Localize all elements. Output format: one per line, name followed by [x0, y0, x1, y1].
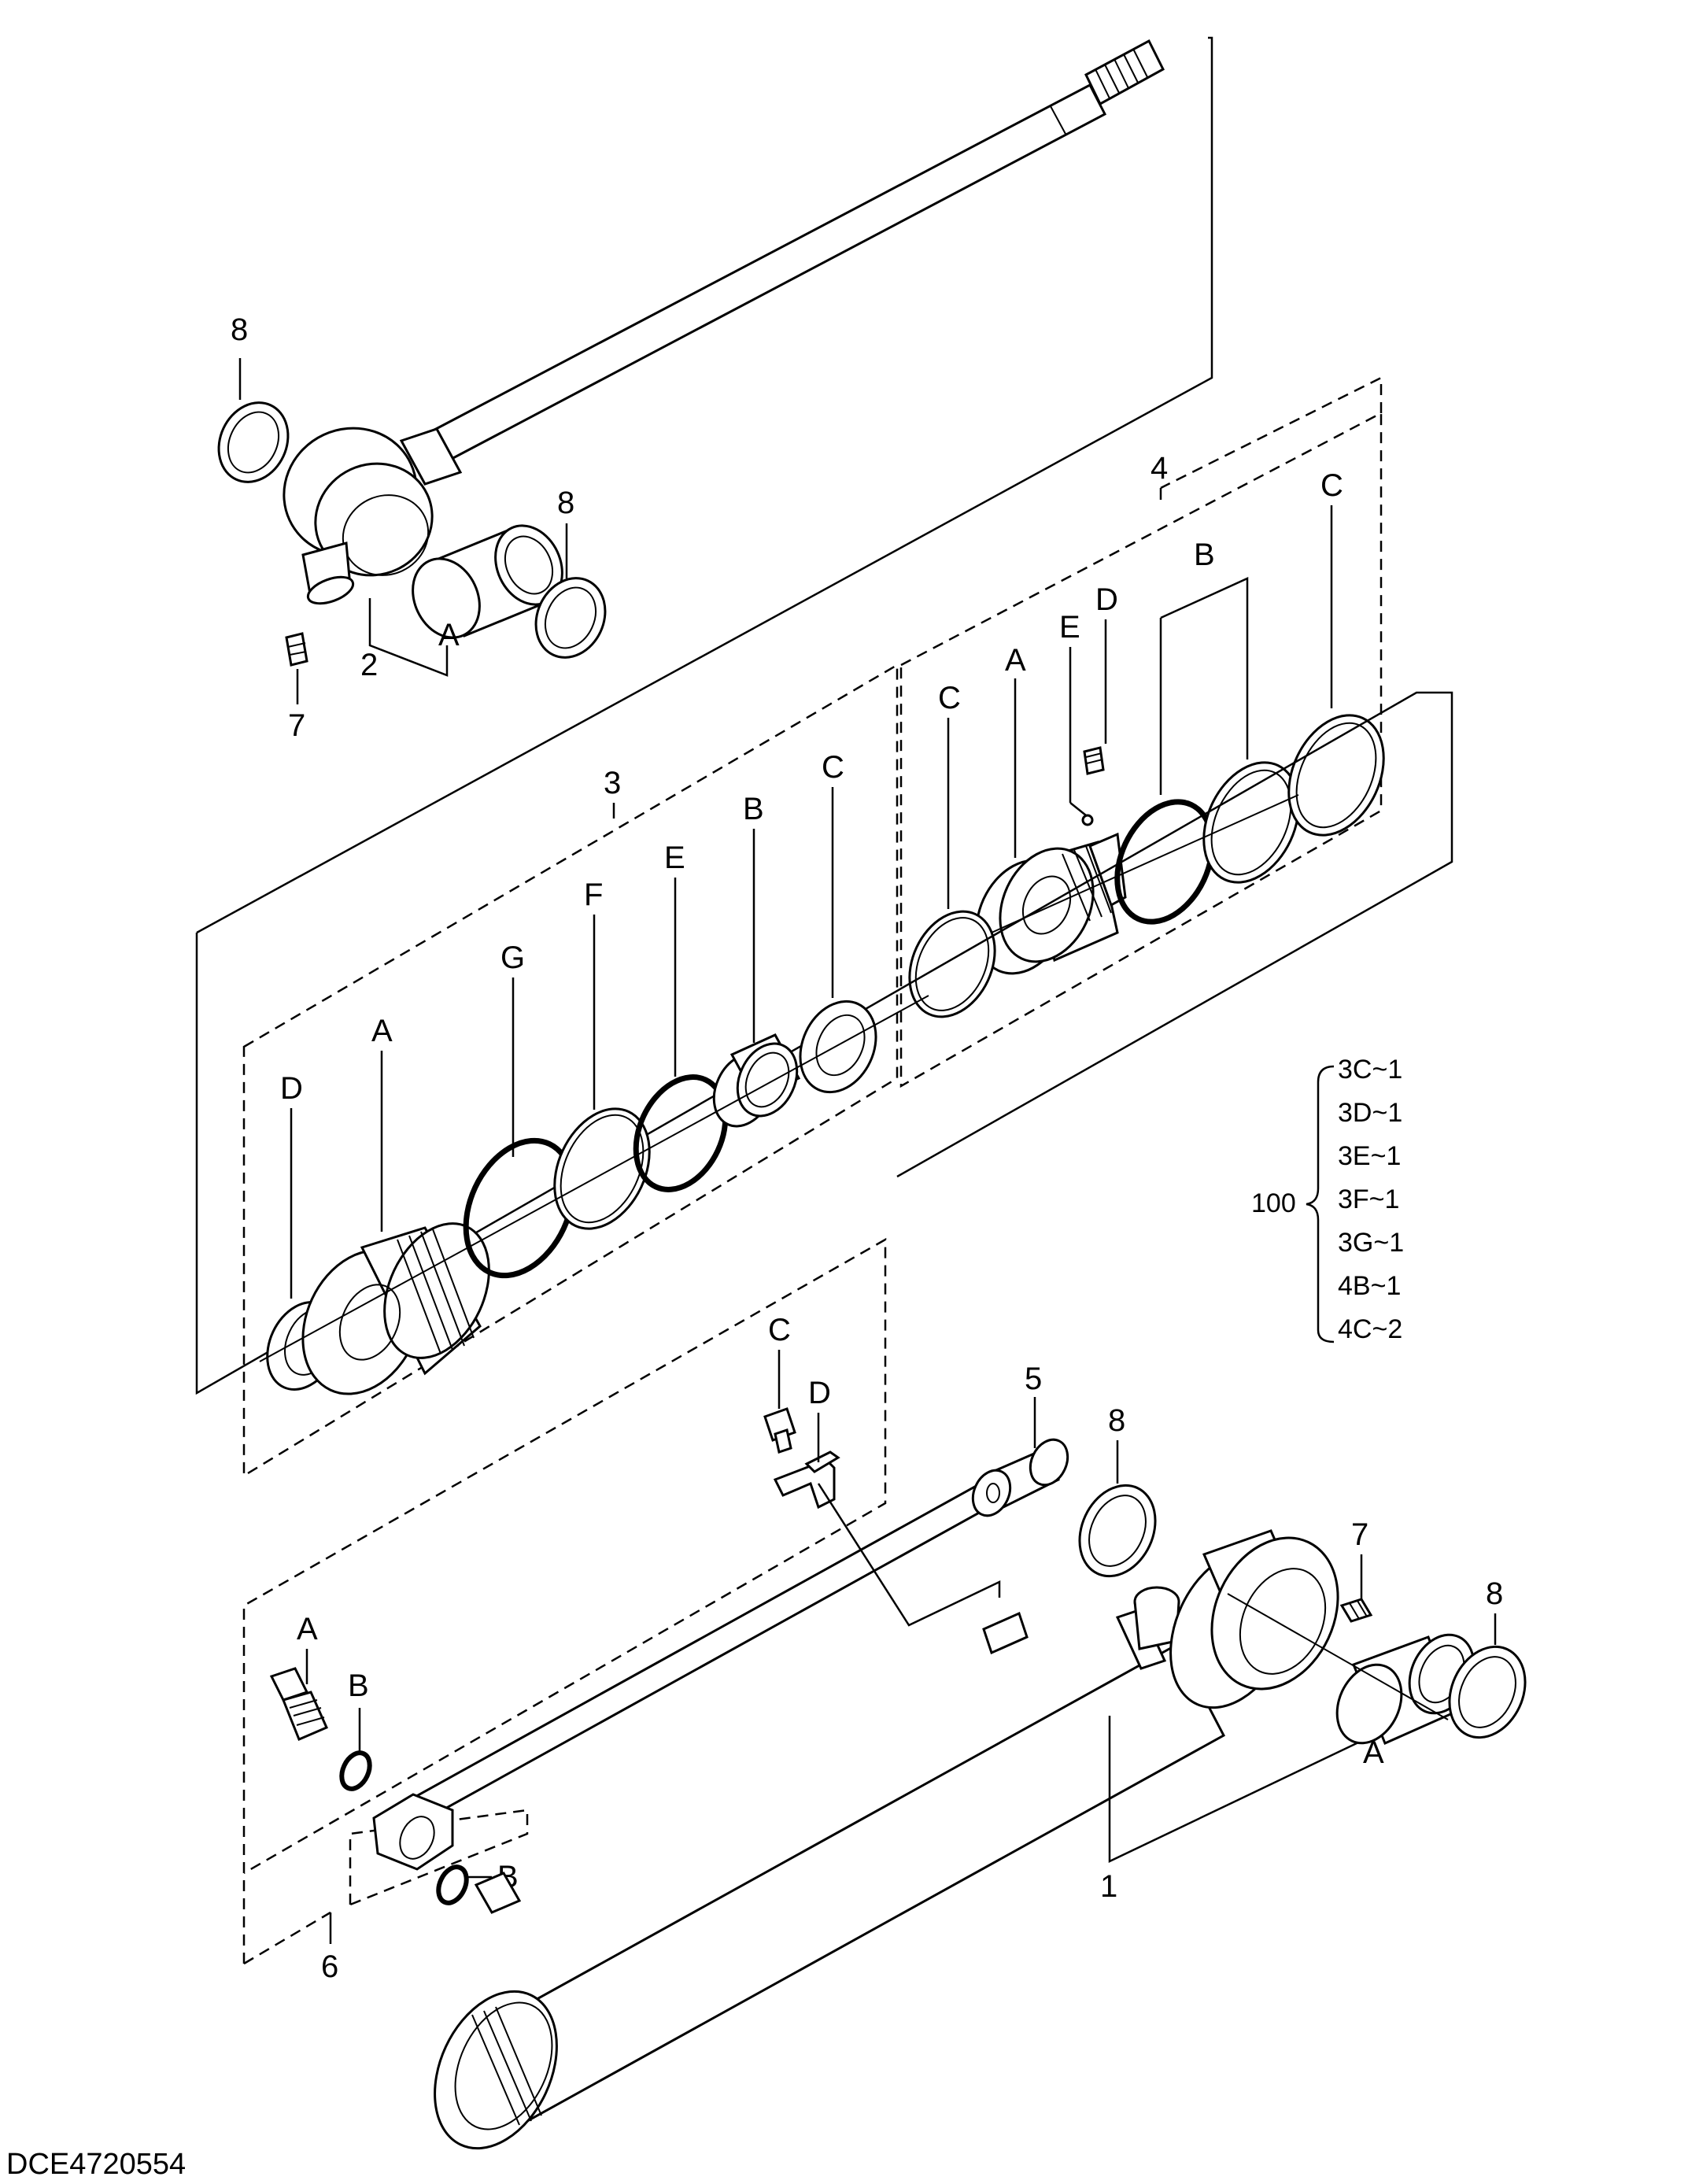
piston-ring	[1202, 761, 1300, 884]
seal-kit-item: 3F~1	[1338, 1184, 1399, 1214]
gland-oring-g	[463, 1137, 576, 1279]
label-tube-seal-right: 8	[1486, 1576, 1503, 1611]
pipe-bolt	[763, 1407, 796, 1454]
seal-kit-item: 4B~1	[1338, 1271, 1401, 1301]
pipe-oring-upper	[339, 1750, 372, 1791]
label-cylinder-tube: 1	[1100, 1869, 1117, 1904]
piston-rod	[283, 39, 1165, 605]
piston-set-screw	[1083, 746, 1105, 775]
gland-buffer-ring	[712, 1033, 801, 1128]
label-pipe-bolt: C	[768, 1313, 791, 1347]
gland-rod-seal	[799, 1000, 877, 1094]
pipe-oring-lower	[436, 1864, 469, 1905]
seal-kit-item: 3G~1	[1338, 1228, 1404, 1258]
label-gland-rod-seal: C	[822, 750, 844, 785]
label-rod-seal-right: 8	[557, 486, 574, 520]
seal-kit-item: 4C~2	[1338, 1314, 1402, 1344]
label-gland-backup-ring: F	[584, 878, 603, 912]
label-pipe-elbow: A	[297, 1612, 318, 1646]
label-pipe: 5	[1025, 1362, 1042, 1396]
seal-kit-list: 100 3C~1 3D~1 3E~1 3F~1 3G~1 4B~1 4C~2	[1251, 1055, 1404, 1344]
piston-wear-ring	[908, 910, 996, 1018]
rod-bushing	[412, 524, 563, 639]
label-piston-body: A	[1005, 643, 1026, 678]
label-pipe-oring-upper: B	[348, 1668, 369, 1703]
seal-kit-item: 3C~1	[1338, 1055, 1402, 1085]
pipe-elbow-fitting	[269, 1667, 328, 1741]
gland-body	[301, 1222, 490, 1395]
label-tube-seal-left: 8	[1108, 1403, 1125, 1438]
label-tube-bushing: A	[1363, 1735, 1384, 1770]
label-rod-grease-fitting: 7	[288, 708, 305, 743]
piston-kit-outline	[899, 411, 1383, 1088]
gland-oring-e	[633, 1074, 729, 1192]
piston-ball	[1081, 814, 1094, 826]
label-pipe-kit: 6	[321, 1949, 338, 1984]
label-piston-set-screw: D	[1095, 582, 1118, 617]
pipe-elbow-nut	[372, 1793, 454, 1871]
label-rod-bushing: A	[438, 618, 460, 652]
label-gland-body: A	[371, 1014, 393, 1048]
label-gland-kit: 3	[604, 766, 621, 800]
label-rod-assembly: 2	[360, 648, 378, 682]
rod-end-seal-right	[534, 523, 607, 659]
tube-bushing	[1335, 1633, 1476, 1746]
label-piston-seal: C	[1320, 468, 1343, 503]
tube-end-seal-right	[1448, 1645, 1527, 1739]
seal-kit-item: 3D~1	[1338, 1098, 1402, 1128]
label-gland-oring-e: E	[664, 841, 685, 875]
label-rod-seal-left: 8	[231, 312, 248, 347]
piston-seal	[1287, 714, 1385, 837]
label-piston-ball: E	[1059, 610, 1080, 645]
label-pipe-clamp: D	[808, 1376, 831, 1410]
label-gland-dust-wiper: D	[280, 1071, 303, 1106]
cylinder-tube	[434, 1529, 1339, 2150]
piston-ring-bold	[1114, 799, 1215, 925]
label-piston-ring: B	[1194, 538, 1215, 572]
label-piston-wear-ring: C	[938, 681, 961, 715]
label-gland-oring-g: G	[500, 940, 525, 975]
rod-end-seal-left	[217, 358, 290, 483]
tube-grease-fitting	[1339, 1598, 1373, 1623]
rod-grease-fitting	[285, 632, 308, 704]
label-piston-kit: 4	[1151, 451, 1168, 486]
pipe-clamp	[773, 1450, 840, 1510]
pipe	[403, 1438, 1069, 1824]
label-tube-grease-fitting: 7	[1351, 1517, 1368, 1552]
gland-backup-ring	[553, 1107, 651, 1230]
seal-kit-number: 100	[1251, 1188, 1296, 1218]
label-gland-buffer-ring: B	[743, 792, 764, 826]
tube-end-seal-left	[1078, 1484, 1157, 1578]
pipe-kit-outline	[242, 1237, 887, 1964]
drawing-code: DCE4720554	[6, 2148, 186, 2181]
seal-kit-item: 3E~1	[1338, 1141, 1401, 1171]
